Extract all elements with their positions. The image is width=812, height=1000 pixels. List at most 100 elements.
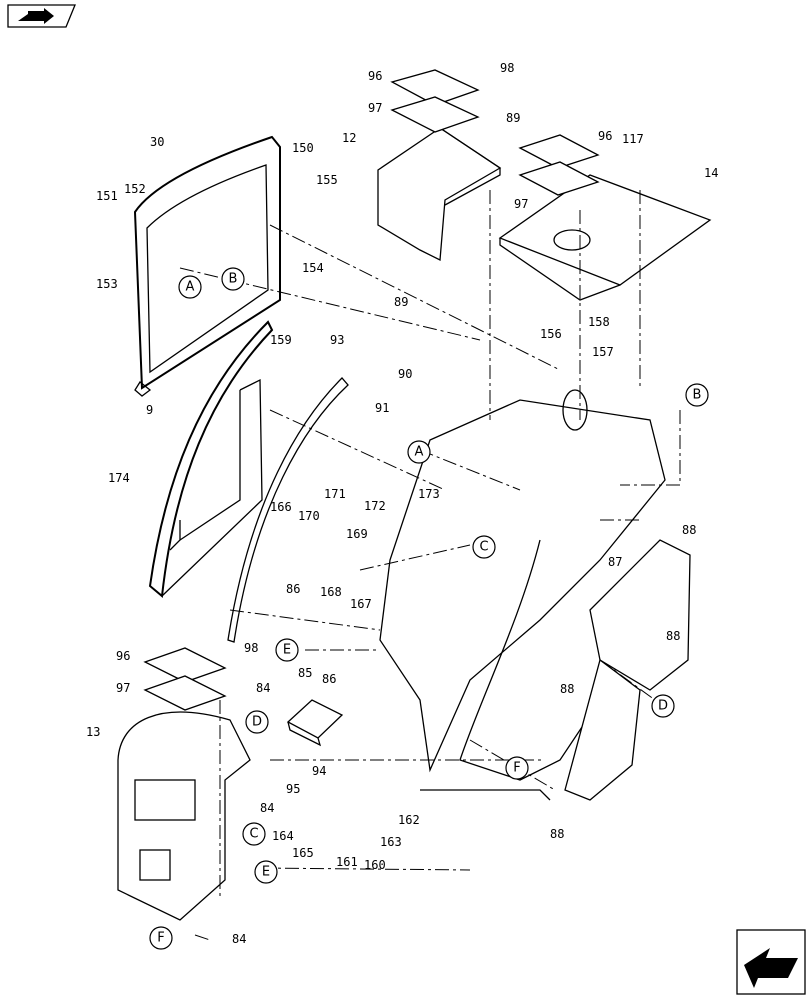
svg-text:E: E (262, 865, 270, 880)
callout-f-11: F (149, 926, 173, 950)
callout-e-10: E (254, 860, 278, 884)
callout-b-1: B (221, 267, 245, 291)
part-number-49: 164 (272, 829, 294, 843)
part-number-55: 84 (232, 932, 246, 946)
callout-b-2: B (685, 383, 709, 407)
part-number-36: 86 (286, 582, 300, 596)
part-number-46: 94 (312, 764, 326, 778)
part-number-44: 84 (256, 681, 270, 695)
step-94 (286, 699, 344, 747)
part-number-35: 87 (608, 555, 622, 569)
part-number-50: 165 (292, 846, 314, 860)
part-number-12: 151 (96, 189, 118, 203)
seal-93 (227, 377, 349, 643)
callout-f-8: F (505, 756, 529, 780)
mat-96-97-lower (143, 647, 227, 711)
svg-text:B: B (229, 272, 238, 287)
svg-text:A: A (186, 280, 195, 295)
part-number-52: 160 (364, 858, 386, 872)
part-number-33: 167 (350, 597, 372, 611)
part-number-3: 12 (342, 131, 356, 145)
svg-text:A: A (415, 445, 424, 460)
part-number-53: 163 (380, 835, 402, 849)
svg-text:C: C (249, 827, 258, 842)
svg-text:F: F (157, 931, 164, 946)
svg-text:D: D (658, 699, 668, 714)
part-number-27: 171 (324, 487, 346, 501)
svg-text:C: C (479, 540, 488, 555)
part-number-28: 170 (298, 509, 320, 523)
part-number-8: 97 (514, 197, 528, 211)
part-number-21: 157 (592, 345, 614, 359)
main-frame (379, 389, 666, 801)
part-number-24: 9 (146, 403, 153, 417)
part-number-51: 161 (336, 855, 358, 869)
part-number-9: 30 (150, 135, 164, 149)
part-number-18: 159 (270, 333, 292, 347)
mat-96-97-right (518, 134, 600, 196)
part-number-19: 156 (540, 327, 562, 341)
svg-text:D: D (252, 715, 262, 730)
plate-14 (498, 174, 712, 301)
svg-text:E: E (283, 643, 291, 658)
part-number-43: 97 (116, 681, 130, 695)
svg-text:B: B (693, 388, 702, 403)
mat-96-97-top (390, 69, 480, 133)
part-number-7: 14 (704, 166, 718, 180)
callout-a-3: A (407, 440, 431, 464)
part-number-42: 98 (244, 641, 258, 655)
part-number-6: 117 (622, 132, 644, 146)
cover-88 (564, 658, 641, 801)
part-number-15: 154 (302, 261, 324, 275)
part-number-0: 98 (500, 61, 514, 75)
navigation-arrow-icon[interactable] (736, 929, 806, 995)
part-number-10: 150 (292, 141, 314, 155)
part-number-labels: 98 96 97 12 89 96 117 14 97 30 150 155 151 152 153 154 8… (86, 61, 718, 946)
part-number-45: 13 (86, 725, 100, 739)
part-number-41: 96 (116, 649, 130, 663)
part-number-34: 88 (682, 523, 696, 537)
window-frame-9 (148, 320, 274, 598)
cab-frame-30 (133, 135, 281, 397)
part-number-32: 168 (320, 585, 342, 599)
callout-e-5: E (275, 638, 299, 662)
page-flip-icon[interactable] (7, 4, 76, 28)
part-number-48: 84 (260, 801, 274, 815)
part-number-29: 172 (364, 499, 386, 513)
part-number-2: 97 (368, 101, 382, 115)
cover-13 (117, 711, 251, 921)
part-number-30: 173 (418, 487, 440, 501)
assembly-lines (179, 190, 681, 941)
part-number-14: 153 (96, 277, 118, 291)
part-number-20: 158 (588, 315, 610, 329)
svg-text:F: F (513, 761, 520, 776)
part-number-56: 88 (550, 827, 564, 841)
part-number-22: 90 (398, 367, 412, 381)
part-number-23: 91 (375, 401, 389, 415)
cover-12 (377, 127, 502, 262)
part-number-47: 95 (286, 782, 300, 796)
callout-d-7: D (245, 710, 269, 734)
callout-c-4: C (472, 535, 496, 559)
part-number-38: 86 (322, 672, 336, 686)
callout-d-6: D (651, 694, 675, 718)
part-number-17: 93 (330, 333, 344, 347)
part-number-1: 96 (368, 69, 382, 83)
part-number-37: 85 (298, 666, 312, 680)
part-number-26: 166 (270, 500, 292, 514)
part-number-4: 89 (506, 111, 520, 125)
part-number-25: 174 (108, 471, 130, 485)
part-number-5: 96 (598, 129, 612, 143)
part-number-11: 155 (316, 173, 338, 187)
callout-a-0: A (178, 275, 202, 299)
part-number-13: 152 (124, 182, 146, 196)
callout-labels: A B B A C E D D F C E F (149, 267, 709, 950)
part-number-39: 88 (666, 629, 680, 643)
part-number-40: 88 (560, 682, 574, 696)
part-number-16: 89 (394, 295, 408, 309)
part-number-54: 162 (398, 813, 420, 827)
callout-c-9: C (242, 822, 266, 846)
part-number-31: 169 (346, 527, 368, 541)
